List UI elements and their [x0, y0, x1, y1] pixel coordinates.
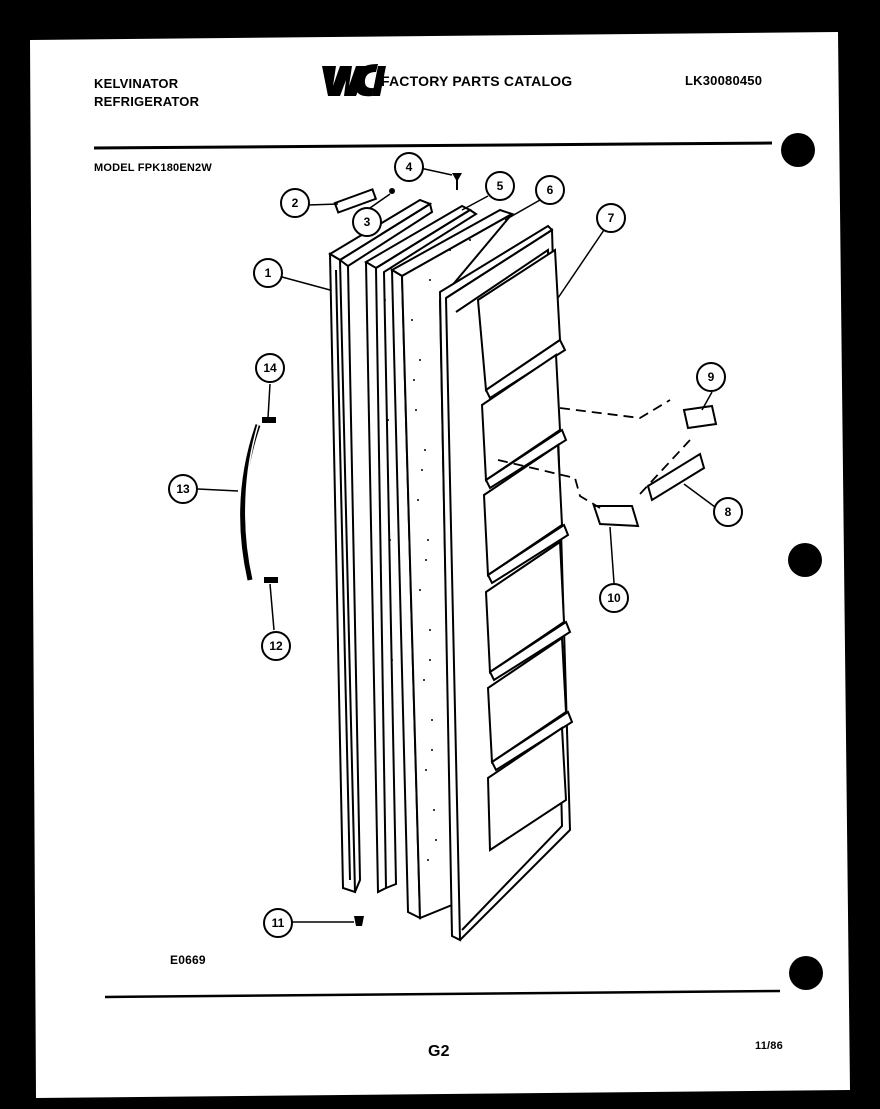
- diagram-code: E0669: [170, 953, 206, 967]
- punch-hole-bottom: [789, 956, 823, 990]
- handle-screw-top: [262, 417, 276, 423]
- callout-11: [263, 908, 293, 938]
- callout-label-3: 3: [364, 215, 371, 229]
- callout-label-14: 14: [263, 361, 277, 375]
- header-rule: [93, 141, 773, 150]
- callout-3: [352, 207, 382, 237]
- model-number: MODEL FPK180EN2W: [94, 162, 212, 174]
- shelf-clip-upper: [682, 404, 718, 430]
- callout-circles: [168, 152, 743, 938]
- callout-7: [596, 203, 626, 233]
- catalog-title: FACTORY PARTS CATALOG: [381, 73, 573, 89]
- callout-label-11: 11: [272, 916, 285, 930]
- callout-14: [255, 353, 285, 383]
- callout-13: [168, 474, 198, 504]
- callout-9: [696, 362, 726, 392]
- callout-5: [485, 171, 515, 201]
- callout-label-2: 2: [292, 196, 299, 210]
- callout-label-8: 8: [725, 505, 732, 519]
- bottom-plug: [354, 916, 364, 926]
- shelf-clip-lower: [592, 505, 640, 528]
- shelf-dash-lines: [497, 399, 691, 509]
- callout-12: [261, 631, 291, 661]
- wci-logo: [322, 64, 386, 97]
- catalog-code: LK30080450: [685, 73, 763, 88]
- callout-label-10: 10: [607, 591, 621, 605]
- brand-name: KELVINATOR: [94, 76, 179, 91]
- product-type: REFRIGERATOR: [94, 94, 200, 109]
- callout-label-5: 5: [497, 179, 504, 193]
- footer-rule: [104, 989, 781, 999]
- door-gasket-panel: [364, 204, 478, 894]
- callout-2: [280, 188, 310, 218]
- callout-label-12: 12: [269, 639, 283, 653]
- callout-10: [599, 583, 629, 613]
- hinge-screw: [389, 188, 395, 194]
- page-label: G2: [428, 1043, 450, 1060]
- punch-hole-top: [781, 133, 815, 167]
- callout-label-4: 4: [406, 160, 413, 174]
- callout-1: [253, 258, 283, 288]
- shelf-bar: [646, 452, 706, 502]
- callout-label-7: 7: [608, 211, 615, 225]
- callout-label-13: 13: [176, 482, 190, 496]
- callout-4: [394, 152, 424, 182]
- callout-label-1: 1: [265, 266, 272, 280]
- door-shelves: [476, 248, 574, 852]
- date-label: 11/86: [755, 1040, 783, 1052]
- callout-label-6: 6: [547, 183, 554, 197]
- hinge-bracket: [333, 188, 378, 214]
- handle-screw-bottom: [264, 577, 278, 583]
- callout-6: [535, 175, 565, 205]
- callout-label-9: 9: [708, 370, 715, 384]
- callout-8: [713, 497, 743, 527]
- callout-numbers: 1 2 3 4 5 6 7 8 9 10 11 12 13 14: [176, 160, 731, 930]
- door-outer-panel: [328, 198, 434, 894]
- hinge-pin: [452, 173, 462, 190]
- punch-hole-middle: [788, 543, 822, 577]
- door-handle: [240, 424, 261, 581]
- leader-lines: [197, 167, 716, 923]
